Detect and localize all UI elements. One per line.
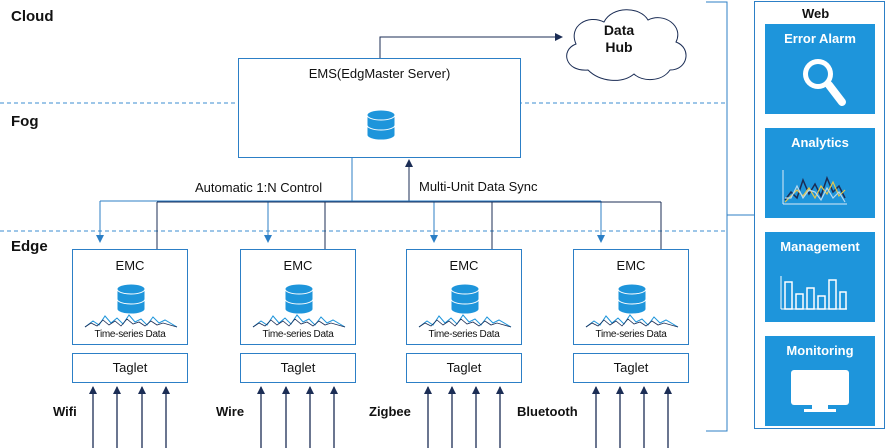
emc-box: EMC Time-series Data — [406, 249, 522, 345]
protocol-label-zigbee: Zigbee — [369, 404, 411, 419]
data-hub-line2: Hub — [605, 39, 633, 55]
time-series-wave-icon — [418, 314, 512, 328]
time-series-wave-icon — [252, 314, 346, 328]
time-series-label: Time-series Data — [595, 329, 667, 340]
emc-box: EMC Time-series Data — [240, 249, 356, 345]
data-hub-line1: Data — [603, 22, 635, 38]
sensor-arrows — [89, 386, 672, 448]
taglet-label: Taglet — [446, 360, 482, 375]
time-series-wave-icon — [585, 314, 679, 328]
ems-to-hub-connector — [379, 33, 563, 58]
database-icon — [116, 283, 146, 315]
database-icon — [450, 283, 480, 315]
taglet-box: Taglet — [72, 353, 188, 383]
database-icon — [617, 283, 647, 315]
protocol-label-bluetooth: Bluetooth — [517, 404, 578, 419]
panel-monitoring: Monitoring — [765, 336, 875, 426]
taglet-label: Taglet — [112, 360, 148, 375]
panel-label: Management — [780, 239, 860, 254]
panel-analytics: Analytics — [765, 128, 875, 218]
taglet-label: Taglet — [613, 360, 649, 375]
database-icon — [284, 283, 314, 315]
tier-label-fog: Fog — [11, 113, 39, 130]
protocol-label-wire: Wire — [216, 404, 245, 419]
panel-error-alarm: Error Alarm — [765, 24, 875, 114]
line-chart-icon — [782, 170, 847, 205]
web-title: Web — [802, 6, 830, 21]
taglet-box: Taglet — [240, 353, 356, 383]
emc-label: EMC — [283, 258, 313, 273]
panel-label: Analytics — [791, 135, 849, 150]
emc-box: EMC Time-series Data — [72, 249, 188, 345]
database-icon — [366, 109, 396, 141]
time-series-label: Time-series Data — [94, 329, 166, 340]
data-hub-label: Data Hub — [592, 22, 646, 56]
ems-server-box: EMS(EdgMaster Server) — [238, 58, 521, 158]
taglet-box: Taglet — [406, 353, 522, 383]
ems-server-label: EMS(EdgMaster Server) — [308, 66, 451, 81]
emc-label: EMC — [115, 258, 145, 273]
data-hub-cloud — [566, 9, 687, 81]
panel-label: Error Alarm — [784, 31, 856, 46]
magnifier-icon — [803, 59, 846, 106]
protocol-label-wifi: Wifi — [53, 404, 77, 419]
taglet-label: Taglet — [280, 360, 316, 375]
taglet-box: Taglet — [573, 353, 689, 383]
tier-label-edge: Edge — [11, 238, 48, 255]
sync-flow-label: Multi-Unit Data Sync — [419, 179, 538, 194]
panel-label: Monitoring — [786, 343, 854, 358]
web-bracket — [706, 1, 728, 432]
bar-chart-icon — [780, 276, 847, 310]
emc-label: EMC — [449, 258, 479, 273]
monitor-icon — [791, 370, 849, 412]
emc-label: EMC — [616, 258, 646, 273]
emc-box: EMC Time-series Data — [573, 249, 689, 345]
time-series-label: Time-series Data — [428, 329, 500, 340]
time-series-wave-icon — [84, 314, 178, 328]
control-flow-label: Automatic 1:N Control — [195, 180, 323, 195]
time-series-label: Time-series Data — [262, 329, 334, 340]
tier-label-cloud: Cloud — [11, 8, 54, 25]
panel-management: Management — [765, 232, 875, 322]
